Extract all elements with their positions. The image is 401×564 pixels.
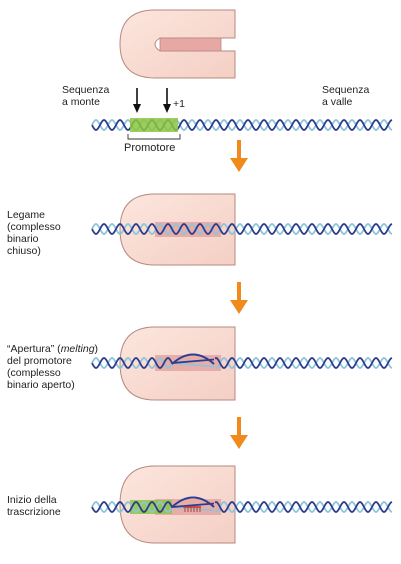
step-arrow-3 xyxy=(230,417,248,449)
step4-label: Inizio della trascrizione xyxy=(7,494,61,518)
step2-label: Legame (complesso binario chiuso) xyxy=(7,209,61,257)
dna-strand-light xyxy=(91,223,393,235)
downstream-label: Sequenza a valle xyxy=(322,84,370,108)
step-arrow-2 xyxy=(230,282,248,314)
dna-strand-dark xyxy=(91,223,393,235)
step-arrow-1 xyxy=(230,140,248,172)
dna-double-helix-step2 xyxy=(91,223,393,235)
dna-double-helix-step3 xyxy=(91,357,393,369)
melted-dna-bubble-step4 xyxy=(171,496,215,508)
polymerase-closed-complex xyxy=(119,193,236,266)
upstream-label: Sequenza a monte xyxy=(62,84,110,108)
rna-primer-icon xyxy=(183,506,201,512)
dna-strand-dark xyxy=(91,357,393,369)
promoter-label: Promotore xyxy=(124,142,176,154)
plus-one-label: +1 xyxy=(173,98,185,110)
rna-polymerase-free xyxy=(119,9,236,79)
melted-dna-bubble xyxy=(171,353,215,365)
promoter-bracket xyxy=(127,134,181,140)
promoter-arrow-icon xyxy=(133,88,171,113)
promoter-region xyxy=(130,118,178,132)
step3-label: “Apertura” (melting) del promotore (comp… xyxy=(7,343,99,391)
dna-strand-dark xyxy=(91,501,393,513)
dna-double-helix-step4 xyxy=(91,501,393,513)
